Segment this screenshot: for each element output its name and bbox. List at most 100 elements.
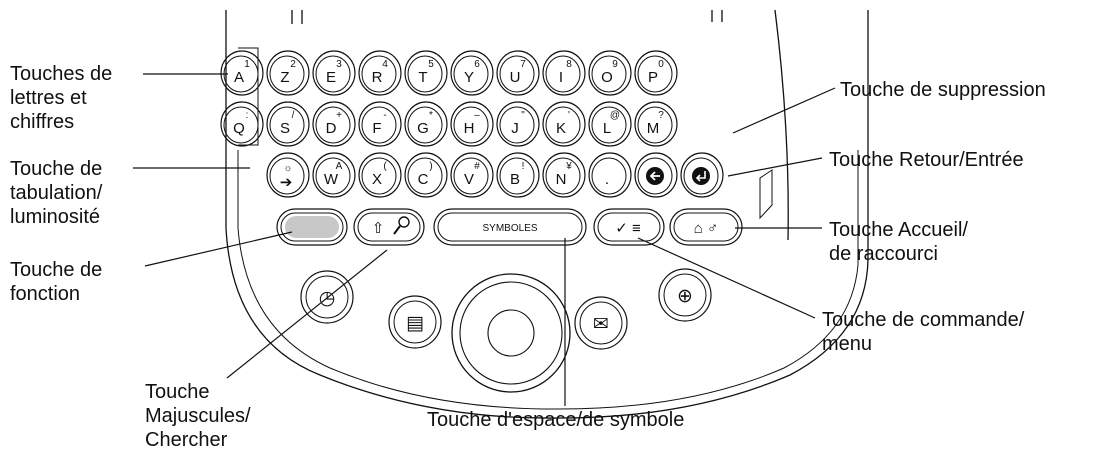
key-symbol: 6 (474, 59, 480, 70)
navigation-pad-icon (451, 273, 571, 393)
key-symbol: ? (658, 110, 664, 121)
key-outer (634, 50, 678, 96)
key-letter: I (559, 69, 563, 86)
leader-command (637, 237, 816, 319)
key: M? (634, 101, 678, 147)
key-inner (269, 55, 305, 93)
key-outer (266, 50, 310, 96)
label-line: Touche (145, 381, 210, 403)
label-space-symbol-key: Touche d'espace/de symbole (427, 408, 684, 432)
btn-inner (579, 301, 623, 345)
btn-inner (663, 273, 707, 317)
key-letter: Z (280, 69, 289, 86)
command-menu-icon: ✓ ≡ (615, 220, 641, 237)
pill-inner (597, 212, 661, 242)
key-outer (358, 101, 402, 147)
nav-center (487, 309, 535, 357)
key-outer (542, 50, 586, 96)
key: N¥ (542, 152, 586, 198)
key (634, 152, 678, 198)
btn-inner (393, 300, 437, 344)
label-line: Touche d'espace/de symbole (427, 409, 685, 431)
key: V# (450, 152, 494, 198)
label-line: Touche de suppression (840, 79, 1046, 101)
key-letter: K (556, 120, 566, 137)
key-symbol: 3 (336, 59, 342, 70)
key-outer (588, 101, 632, 147)
key: Q: (220, 101, 264, 147)
leader-shift (226, 249, 388, 379)
label-line: fonction (10, 283, 81, 305)
key-letter: L (603, 120, 611, 137)
shift-find-icon: ⇧ (372, 220, 385, 237)
command-menu-key: ✓ ≡ (593, 208, 665, 246)
key-outer (266, 101, 310, 147)
pill-outer (669, 208, 743, 246)
key-symbol: # (474, 161, 480, 172)
key-letter: H (464, 120, 475, 137)
label-home-favorite-key: Touche Accueil/ de raccourci (829, 218, 968, 266)
key-outer (358, 50, 402, 96)
web-app-icon: ⊕ (658, 268, 712, 322)
key-symbol: ' (568, 110, 570, 121)
key-outer (680, 152, 724, 198)
btn-outer (658, 268, 712, 322)
find-handle (393, 225, 401, 235)
hinge-marks (291, 10, 723, 24)
key-outer (450, 101, 494, 147)
key: Z2 (266, 50, 310, 96)
label-letter-number-keys: Touches de lettres et chiffres (10, 62, 112, 134)
label-line: Touche de commande/ (822, 309, 1025, 331)
messaging-app-icon: ✉ (574, 296, 628, 350)
label-line: menu (822, 333, 873, 355)
key: L@ (588, 101, 632, 147)
key: Y6 (450, 50, 494, 96)
calendar-app-icon: ◷ (300, 270, 354, 324)
key-inner (683, 157, 719, 195)
key-symbol: 9 (612, 59, 618, 70)
key-outer (266, 152, 310, 198)
key: A1 (220, 50, 264, 96)
messaging-app-icon-glyph: ✉ (593, 314, 609, 335)
key-inner (361, 157, 397, 195)
find-lens (398, 216, 410, 228)
key-inner (637, 157, 673, 195)
key-letter: R (372, 69, 383, 86)
key-symbol: – (474, 110, 480, 121)
nav-outer (451, 273, 571, 393)
contacts-app-icon-glyph: ▤ (406, 313, 424, 334)
key (680, 152, 724, 198)
key-outer (450, 50, 494, 96)
key-inner (545, 106, 581, 144)
key-outer (312, 101, 356, 147)
key-letter: O (601, 69, 613, 86)
key-letter: J (511, 120, 519, 137)
label-return-enter-key: Touche Retour/Entrée (829, 148, 1024, 172)
key-symbol: ) (429, 161, 432, 172)
key-letter: P (648, 69, 658, 86)
key-letter: A (234, 69, 244, 86)
backspace-arrow-glyph (649, 171, 660, 181)
label-line: lettres et (10, 87, 87, 109)
label-line: Touches de (10, 63, 113, 85)
label-line: Touche de (10, 158, 103, 180)
key: P0 (634, 50, 678, 96)
side-button (759, 169, 773, 220)
key-outer (542, 152, 586, 198)
pill-inner (357, 212, 421, 242)
key: S/ (266, 101, 310, 147)
label-line: Touche Retour/Entrée (829, 149, 1024, 171)
key-outer (404, 101, 448, 147)
key-outer (312, 152, 356, 198)
key-inner (315, 55, 351, 93)
key-outer (634, 152, 678, 198)
key-symbol: 2 (290, 59, 296, 70)
key-inner (499, 55, 535, 93)
key-outer (404, 152, 448, 198)
key: X( (358, 152, 402, 198)
key-inner (499, 157, 535, 195)
key: . (588, 152, 632, 198)
label-line: Majuscules/ (145, 405, 251, 427)
key-letter: X (372, 171, 382, 188)
label-line: Chercher (145, 429, 228, 451)
